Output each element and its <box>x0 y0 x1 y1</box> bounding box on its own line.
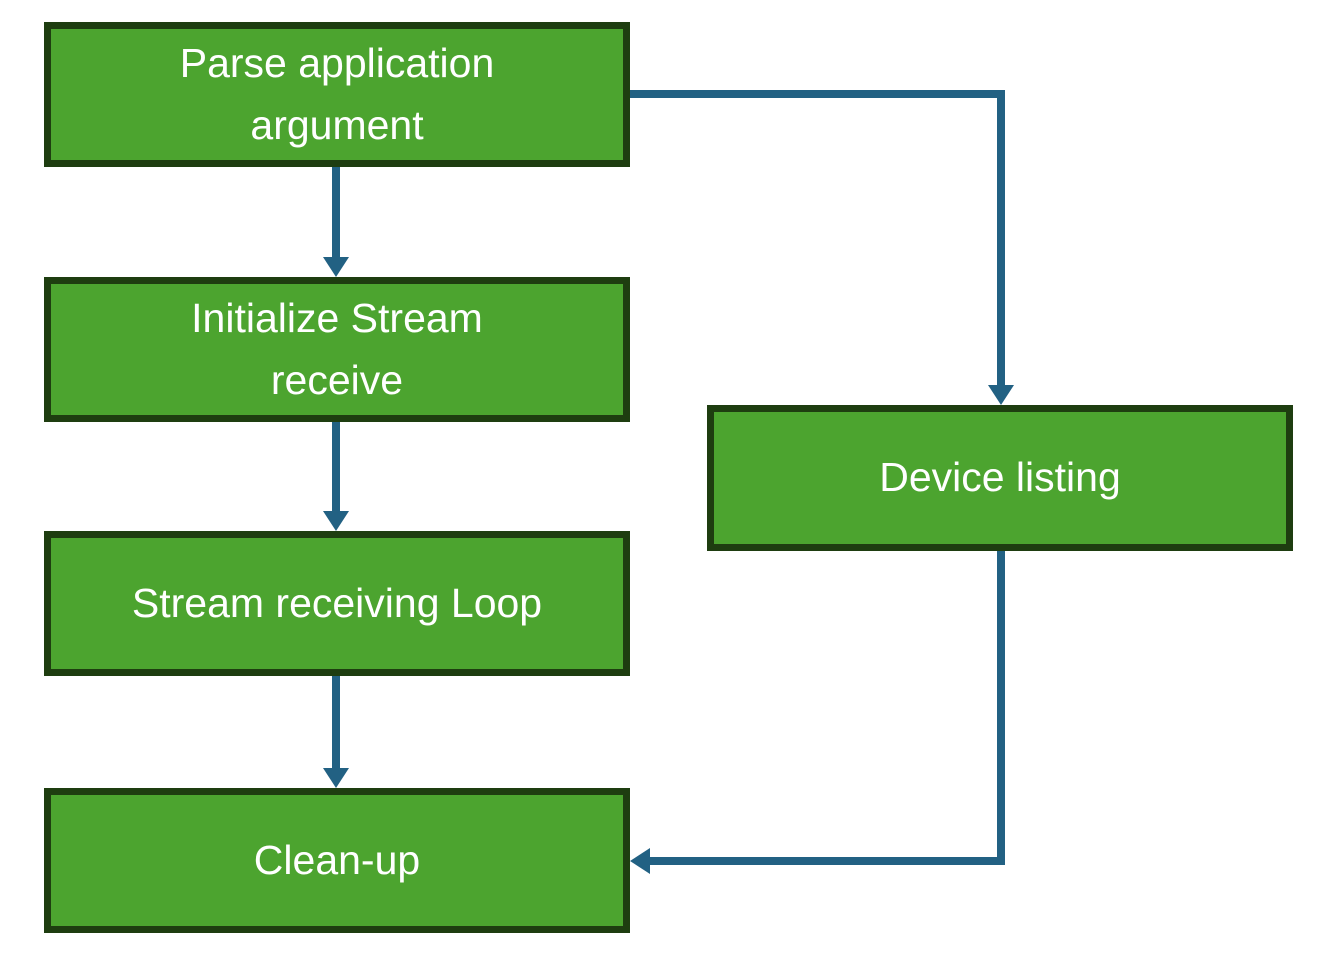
flow-node-clean-up: Clean-up <box>44 788 630 933</box>
flow-node-label: Device listing <box>879 454 1121 501</box>
arrow-parse-to-devices <box>630 90 1014 405</box>
flow-node-label: Clean-up <box>253 836 421 883</box>
flow-node-parse-application-argument: Parse application argument <box>44 22 630 167</box>
arrow-init-to-loop <box>323 422 349 531</box>
arrow-loop-to-cleanup <box>323 676 349 788</box>
flow-node-stream-receiving-loop: Stream receiving Loop <box>44 531 630 676</box>
flow-node-label: Initialize Stream receive <box>191 295 483 403</box>
flow-node-device-listing: Device listing <box>707 405 1293 551</box>
flow-node-label: Parse application argument <box>179 40 495 148</box>
arrow-parse-to-init <box>323 167 349 277</box>
arrow-devices-to-cleanup <box>630 551 1005 874</box>
flow-node-initialize-stream-receive: Initialize Stream receive <box>44 277 630 422</box>
flow-node-label: Stream receiving Loop <box>131 579 543 626</box>
